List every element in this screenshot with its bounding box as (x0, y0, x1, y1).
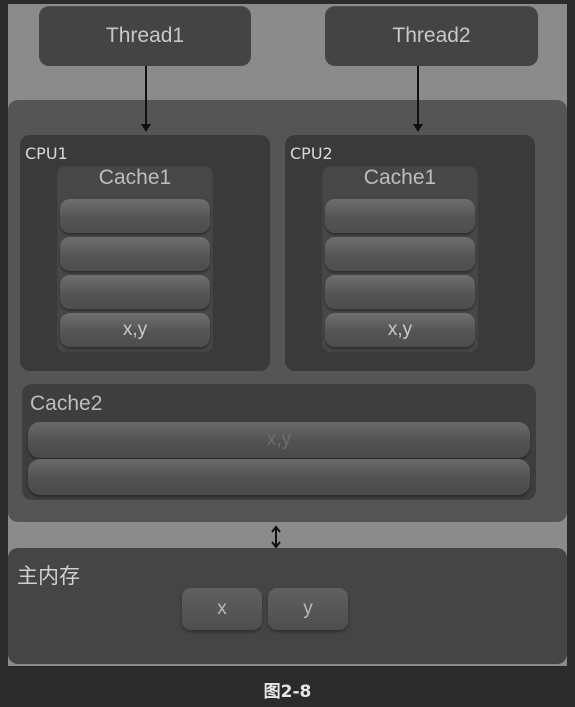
diagram-canvas: Thread1 Thread2 CPU1 Cache1 x,y CPU2 Cac… (8, 4, 567, 666)
thread1-label: Thread1 (105, 24, 185, 47)
cache2-title: Cache2 (30, 392, 103, 415)
cpu1-cache1-title: Cache1 (98, 166, 172, 189)
cpu2-cache1-title: Cache1 (363, 166, 437, 189)
cpu1-label: CPU1 (25, 144, 68, 163)
thread2-label: Thread2 (392, 24, 471, 47)
cache-line-xy: x,y (60, 313, 210, 347)
up-down-arrow-icon (271, 525, 281, 549)
down-arrow-icon (413, 66, 423, 132)
cache-line (325, 199, 475, 233)
cache-line (325, 275, 475, 309)
main-memory-title: 主内存 (17, 564, 80, 588)
cache-line (60, 237, 210, 271)
cache-line (325, 237, 475, 271)
thread1-box: Thread1 (39, 6, 251, 66)
cpu1-cache1-box: Cache1 x,y (56, 165, 214, 353)
cache2-box: Cache2 x,y (22, 384, 536, 500)
down-arrow-icon (141, 66, 151, 132)
memory-cell-x: x (182, 588, 262, 630)
memory-cell-y: y (268, 588, 348, 630)
cache2-line-xy: x,y (28, 422, 530, 458)
cache2-line (28, 459, 530, 495)
figure-caption: 图2-8 (263, 682, 312, 702)
cache-line (60, 275, 210, 309)
cpu2-cache1-box: Cache1 x,y (321, 165, 479, 353)
cache-line-xy: x,y (325, 313, 475, 347)
cpu1-box: CPU1 Cache1 x,y (20, 135, 270, 371)
main-memory-box: 主内存 x y (8, 548, 567, 664)
cpu2-label: CPU2 (290, 144, 333, 163)
cpu2-box: CPU2 Cache1 x,y (285, 135, 535, 371)
thread2-box: Thread2 (325, 6, 538, 66)
cache-line (60, 199, 210, 233)
